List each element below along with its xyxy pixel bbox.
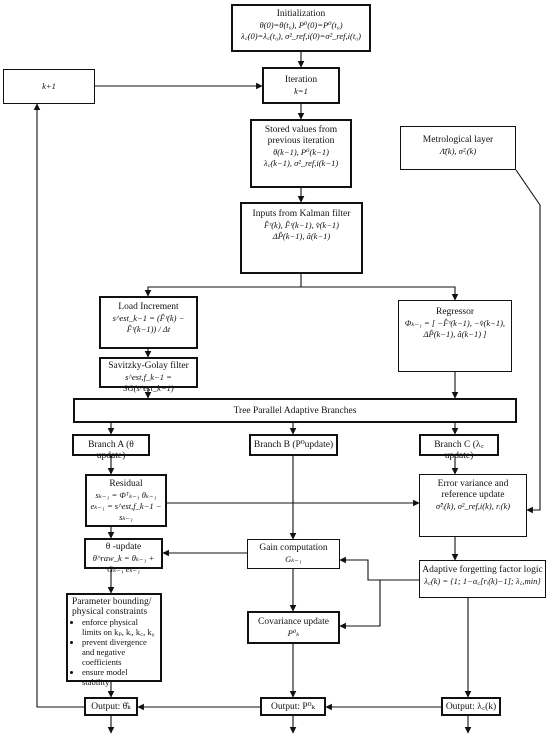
stored-values-box: Stored values from previous iteration θ(…	[250, 119, 352, 188]
iteration-box: Iteration k=1	[262, 67, 340, 104]
error-variance-box: Error variance and reference update σ̂²ᵢ…	[419, 474, 527, 537]
init-line1: θ(0)=θ(t₀), P⁰(0)=P⁰(t₀)	[259, 20, 343, 30]
regressor-title: Regressor	[436, 307, 474, 317]
bound-title: Parameter bounding/ physical constraints	[72, 597, 152, 617]
branch-a-box: Branch A (θ update)	[72, 434, 150, 461]
stored-line2: λ꜀(k−1), σ²_ref,i(k−1)	[263, 158, 339, 168]
arrow-feedback-kplus	[33, 103, 84, 708]
covariance-update-box: Covariance update P⁰ₖ	[247, 611, 340, 644]
kalman-title: Inputs from Kalman filter	[252, 209, 351, 219]
sg-title: Savitzky-Golay filter	[108, 361, 189, 371]
arrow-kalman-regressor	[301, 286, 459, 301]
iteration-sub: k=1	[294, 86, 308, 96]
branch-b-box: Branch B (P⁰update)	[249, 434, 338, 456]
metrological-layer-box: Metrological layer Λ̄(k), σ²ᵢ(k)	[400, 126, 516, 170]
bound-item: enforce physical limits on kₚ, kᵢ, k꜀, k…	[82, 617, 157, 637]
output-c-box: Output: λ꜀(k)	[441, 697, 501, 716]
bound-list: enforce physical limits on kₚ, kᵢ, k꜀, k…	[72, 617, 157, 687]
bound-item: prevent divergence and negative coeffici…	[82, 637, 157, 667]
residual-line1: sₖ₋₁ = Φᵀₖ₋₁ θₖ₋₁	[95, 490, 157, 500]
stored-line1: θ(k−1), P⁰(k−1)	[273, 147, 329, 157]
load-title: Load Increment	[118, 302, 179, 312]
savitzky-golay-box: Savitzky-Golay filter s^est,f_k−1 = SG(s…	[99, 357, 198, 393]
metro-line1: Λ̄(k), σ²ᵢ(k)	[439, 146, 477, 156]
arrow-kalman-split	[144, 274, 302, 297]
kalman-line2: ΔP̂(k−1), â(k−1)	[272, 231, 331, 241]
theta-line1: θ^raw_k = θₖ₋₁ + Gₖ₋₁ eₖ₋₁	[92, 553, 155, 574]
gain-computation-box: Gain computation Gₖ₋₁	[247, 539, 340, 569]
init-title: Initialization	[276, 9, 326, 19]
branch-c-box: Branch C (λ꜀ update)	[419, 434, 499, 461]
kalman-line1: F̂ᶻ(k), F̂ᶻ(k−1), v̂(k−1)	[263, 220, 340, 230]
cov-title: Covariance update	[258, 617, 329, 627]
forget-title: Adaptive forgetting factor logic	[422, 565, 543, 575]
tree-title: Tree Parallel Adaptive Branches	[233, 406, 357, 416]
gain-title: Gain computation	[259, 543, 328, 553]
errvar-line1: σ̂²ᵢ(k), σ²_ref,i(k), rᵢ(k)	[435, 501, 511, 511]
residual-title: Residual	[109, 479, 143, 489]
output-b-label: Output: P⁰ₖ	[271, 702, 315, 712]
output-b-box: Output: P⁰ₖ	[260, 697, 326, 716]
tree-branches-box: Tree Parallel Adaptive Branches	[73, 398, 517, 423]
output-c-label: Output: λ꜀(k)	[445, 702, 497, 712]
initialization-box: Initialization θ(0)=θ(t₀), P⁰(0)=P⁰(t₀) …	[231, 4, 371, 52]
output-a-label: Output: θ̂ₖ	[91, 702, 131, 712]
metro-title: Metrological layer	[422, 135, 494, 145]
arrow-forget-gain	[339, 556, 419, 581]
kplus-label: k+1	[42, 81, 56, 91]
regressor-box: Regressor Φₖ₋₁ = [ −F̂ᶻ(k−1), −v̂(k−1), …	[398, 300, 512, 372]
errvar-title: Error variance and reference update	[437, 479, 509, 500]
branch-b-label: Branch B (P⁰update)	[253, 440, 334, 450]
branch-c-label: Branch C (λ꜀ update)	[434, 440, 484, 461]
theta-update-box: θ -update θ^raw_k = θₖ₋₁ + Gₖ₋₁ eₖ₋₁	[84, 538, 163, 574]
gain-line1: Gₖ₋₁	[285, 554, 302, 564]
init-line2: λ꜀(0)=λ꜀(t₀), σ²_ref,i(0)=σ²_ref,i(t₀)	[241, 31, 361, 41]
load-line1: s^est_k−1 = (F̂ᶻ(k) − F̂ᶻ(k−1)) / Δt	[112, 313, 185, 334]
forgetting-factor-box: Adaptive forgetting factor logic λ꜀(k) =…	[419, 560, 546, 598]
sg-line1: s^est,f_k−1 = SG(s^est_k−1)	[123, 372, 174, 393]
theta-title: θ -update	[105, 542, 142, 552]
stored-title: Stored values from previous iteration	[264, 125, 338, 146]
branch-a-label: Branch A (θ update)	[88, 440, 134, 461]
load-increment-box: Load Increment s^est_k−1 = (F̂ᶻ(k) − F̂ᶻ…	[99, 296, 198, 349]
kalman-inputs-box: Inputs from Kalman filter F̂ᶻ(k), F̂ᶻ(k−…	[240, 202, 363, 274]
arrow-metro-errvar	[515, 169, 541, 514]
kplus-box: k+1	[3, 69, 95, 104]
output-a-box: Output: θ̂ₖ	[84, 697, 138, 716]
cov-line1: P⁰ₖ	[287, 628, 300, 638]
parameter-bounding-box: Parameter bounding/ physical constraints…	[66, 593, 162, 687]
arrow-forget-cov	[339, 580, 381, 630]
forget-line1: λ꜀(k) = {1; 1−α꜀[rᵢ(k)−1]; λ꜀,min}	[424, 576, 541, 586]
regressor-line1: Φₖ₋₁ = [ −F̂ᶻ(k−1), −v̂(k−1), ΔP̂(k−1), …	[404, 318, 506, 339]
bound-item: ensure model stability	[82, 667, 157, 687]
residual-box: Residual sₖ₋₁ = Φᵀₖ₋₁ θₖ₋₁ eₖ₋₁ = s^est,…	[85, 474, 167, 527]
iteration-title: Iteration	[284, 75, 318, 85]
residual-line2: eₖ₋₁ = s^est,f_k−1 − sₖ₋₁	[90, 501, 162, 522]
